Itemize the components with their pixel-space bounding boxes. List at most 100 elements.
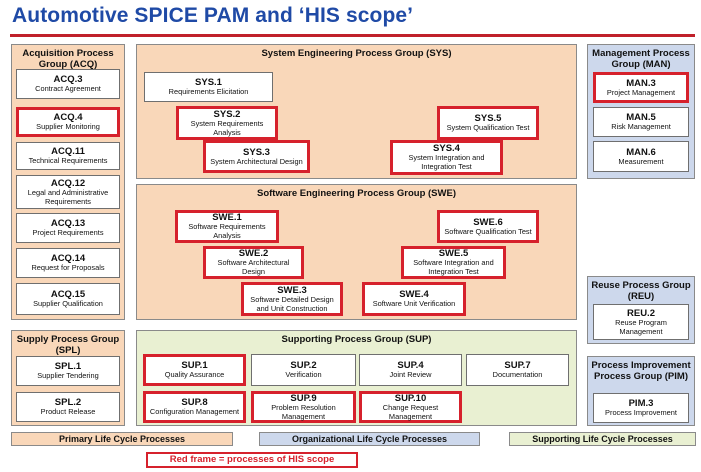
process-id: SYS.4 — [433, 143, 460, 155]
process-id: SYS.1 — [195, 77, 222, 89]
group-pim: Process Improvement Process Group (PIM) … — [587, 356, 695, 426]
title-underline — [10, 34, 695, 37]
process-id: SPL.2 — [54, 397, 82, 409]
process-name: Requirements Elicitation — [168, 87, 249, 97]
process-id: SYS.3 — [243, 146, 270, 158]
process-id: SWE.2 — [238, 248, 269, 260]
process-name: Configuration Management — [149, 407, 240, 417]
process-id: SWE.6 — [473, 216, 503, 228]
process-id: ACQ.4 — [53, 112, 83, 124]
process-name: Request for Proposals — [31, 263, 105, 273]
process-name: Documentation — [492, 370, 543, 380]
process-name: Product Release — [40, 407, 96, 417]
band-supporting-life-cycle: Supporting Life Cycle Processes — [509, 432, 696, 446]
process-id: SYS.5 — [474, 113, 502, 125]
process-name: Joint Review — [389, 370, 432, 380]
process-name: Supplier Tendering — [37, 371, 99, 381]
process-name: System Integration and Integration Test — [408, 153, 485, 171]
process-id: SWE.3 — [277, 284, 307, 296]
process-id: SWE.4 — [399, 289, 429, 301]
process-id: ACQ.13 — [50, 218, 86, 230]
process-id: ACQ.11 — [51, 146, 85, 158]
process-name: Supplier Monitoring — [36, 122, 100, 132]
group-swe: Software Engineering Process Group (SWE)… — [136, 184, 577, 320]
process-id: SWE.5 — [438, 248, 469, 260]
process-name: System Requirements Analysis — [190, 118, 264, 137]
group-swe-title: Software Engineering Process Group (SWE) — [256, 188, 456, 199]
process-name: Reuse Program Management — [615, 317, 667, 336]
process-name: Project Requirements — [32, 228, 104, 238]
group-pim-title: Process Improvement Process Group (PIM) — [591, 360, 691, 382]
process-id: REU.2 — [627, 307, 655, 319]
group-sup-title: Supporting Process Group (SUP) — [281, 334, 432, 345]
process-name: Software Integration and Integration Tes… — [413, 258, 494, 276]
group-sys-title: System Engineering Process Group (SYS) — [261, 48, 452, 59]
process-name: Project Management — [606, 87, 676, 97]
process-name: Legal and Administrative Requirements — [27, 187, 109, 206]
process-id: SUP.4 — [397, 360, 424, 372]
group-spl-title: Supply Process Group (SPL) — [16, 334, 120, 356]
process-id: SUP.8 — [181, 397, 208, 409]
process-name: Supplier Qualification — [33, 299, 103, 309]
group-acq-title: Acquisition Process Group (ACQ) — [22, 48, 114, 70]
process-name: System Qualification Test — [446, 123, 530, 133]
process-name: Risk Management — [611, 122, 671, 132]
process-id: SUP.9 — [290, 392, 317, 404]
process-id: SPL.1 — [54, 361, 82, 373]
process-name: Change Request Management — [382, 402, 439, 421]
process-name: Contract Agreement — [35, 84, 101, 94]
process-id: MAN.3 — [626, 77, 656, 89]
band-organizational-life-cycle: Organizational Life Cycle Processes — [259, 432, 480, 446]
process-id: SUP.1 — [181, 360, 208, 372]
process-name: Verification — [285, 370, 322, 380]
process-id: ACQ.15 — [50, 289, 86, 301]
process-id: SWE.1 — [212, 212, 242, 224]
process-name: Process Improvement — [605, 408, 677, 418]
process-id: SUP.2 — [290, 360, 317, 372]
group-man-title: Management Process Group (MAN) — [592, 48, 690, 70]
group-reu-title: Reuse Process Group (REU) — [591, 280, 691, 302]
process-name: Quality Assurance — [164, 370, 225, 380]
legend-his-scope: Red frame = processes of HIS scope — [146, 452, 358, 468]
process-name: Software Unit Verification — [372, 299, 456, 309]
process-id: SUP.10 — [394, 392, 427, 404]
process-id: ACQ.14 — [50, 253, 86, 265]
process-id: MAN.5 — [626, 112, 656, 124]
page-title: Automotive SPICE PAM and ‘HIS scope’ — [12, 4, 414, 27]
process-name: System Architectural Design — [210, 156, 303, 166]
process-id: SUP.7 — [504, 360, 531, 372]
process-name: Software Architectural Design — [217, 258, 290, 276]
process-name: Software Requirements Analysis — [188, 222, 266, 240]
group-sys: System Engineering Process Group (SYS) S… — [136, 44, 577, 179]
process-name: Software Detailed Design and Unit Constr… — [250, 294, 334, 313]
